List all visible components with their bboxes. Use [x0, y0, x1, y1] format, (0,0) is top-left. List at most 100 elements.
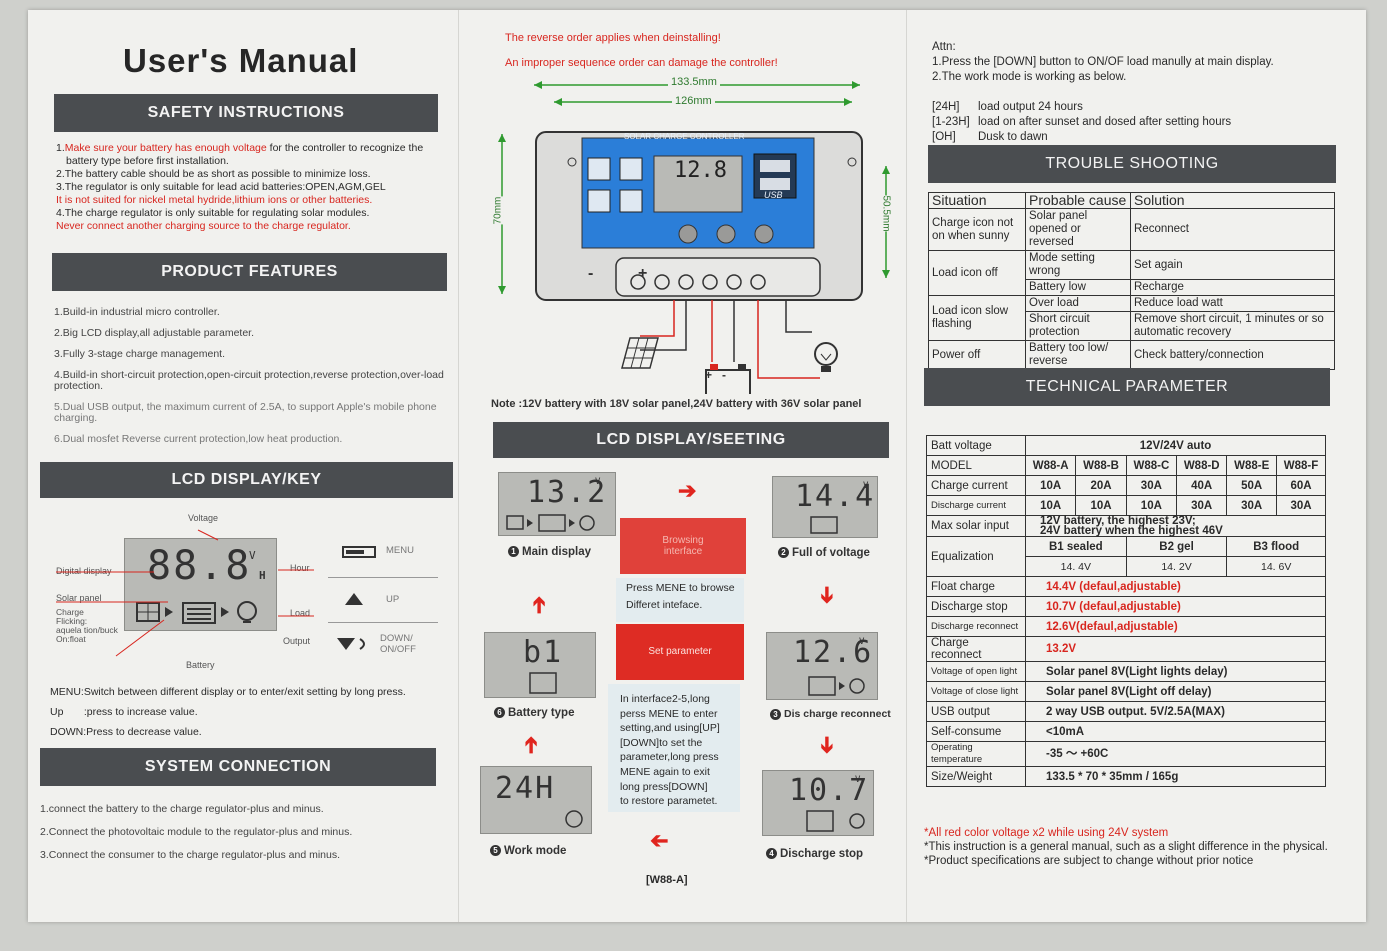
tech-label: Voltage of close light — [926, 681, 1026, 702]
tech-charge: 30A — [1125, 475, 1178, 496]
system-item: 3.Connect the consumer to the charge reg… — [40, 849, 341, 861]
work-mode-item: [24H]load output 24 hours — [932, 100, 1231, 115]
feature-item: 1.Build-in industrial micro controller. — [54, 306, 220, 318]
attn-line: 2.The work mode is working as below. — [932, 71, 1127, 83]
tech-value: 12V battery, the highest 23V; 24V batter… — [1025, 515, 1326, 537]
battery-icon — [810, 516, 838, 534]
key-list: MENU UP DOWN/ ON/OFF — [328, 537, 438, 663]
footnote: *This instruction is a general manual, s… — [924, 841, 1328, 853]
bulb-icon — [237, 601, 257, 623]
system-item: 1.connect the battery to the charge regu… — [40, 803, 324, 815]
safety-item-text: The charge regulator is only suitable fo… — [64, 207, 370, 219]
lcd-unit-h: H — [259, 569, 266, 582]
safety-item-text: The battery cable should be as short as … — [64, 168, 371, 180]
key-down-label: DOWN/ ON/OFF — [380, 633, 416, 655]
tech-discharge: 10A — [1024, 495, 1077, 516]
label-charge: Charge Flicking: aquela tion/buck On:flo… — [56, 607, 118, 644]
screen-unit: V — [863, 481, 869, 491]
work-mode-item: [OH]Dusk to dawn — [932, 130, 1231, 145]
tech-footnotes: *All red color voltage x2 while using 24… — [924, 826, 1344, 868]
feature-item: 4.Build-in short-circuit protection,open… — [54, 369, 444, 392]
key-menu[interactable]: MENU — [328, 537, 438, 578]
tech-discharge: 30A — [1276, 495, 1326, 516]
screen-unit: V — [595, 477, 601, 487]
tech-value: 10.7V (defaul,adjustable) — [1025, 596, 1326, 617]
arrow-left-icon: ➔ — [650, 829, 669, 854]
eq-type: B3 flood — [1226, 536, 1326, 557]
set-title: Set parameter — [616, 624, 744, 680]
tech-label: MODEL — [926, 455, 1026, 476]
arrow-up-icon: ➔ — [518, 735, 544, 755]
system-item: 2.Connect the photovoltaic module to the… — [40, 826, 353, 838]
trouble-solution: Recharge — [1130, 279, 1335, 296]
attn-line: 1.Press the [DOWN] button to ON/OF load … — [932, 56, 1274, 68]
label-load: Load — [290, 608, 311, 618]
trouble-solution: Remove short circuit, 1 minutes or so au… — [1130, 311, 1335, 341]
install-note: Note :12V battery with 18V solar panel,2… — [491, 398, 862, 410]
tech-value: 12V/24V auto — [1025, 435, 1326, 456]
trouble-column-header: Situation — [928, 192, 1026, 209]
screen-unit: V — [855, 775, 861, 785]
trouble-solution: Reduce load watt — [1130, 295, 1335, 312]
tech-label: Charge reconnect — [926, 636, 1026, 662]
safety-item-text: for the controller to recognize the batt… — [66, 142, 424, 167]
safety-item: 1.Make sure your battery has enough volt… — [56, 142, 446, 168]
trouble-cause: Solar panel opened or reversed — [1025, 208, 1131, 251]
tech-value: 12.6V(defaul,adjustable) — [1025, 616, 1326, 637]
manual-sheet: User's Manual SAFETY INSTRUCTIONS 1.Make… — [28, 10, 1366, 922]
fold-line — [906, 10, 907, 922]
dim-width-outer: 133.5mm — [668, 76, 720, 88]
label-battery: Battery — [186, 660, 215, 670]
model-label: [W88-A] — [646, 874, 688, 886]
safety-item-num: 4. — [56, 207, 65, 219]
solar-plus: + — [638, 265, 648, 282]
tech-label: Size/Weight — [926, 766, 1026, 787]
tech-label: Discharge reconnect — [926, 616, 1026, 637]
safety-item-num: 2. — [56, 168, 65, 180]
attn-block: Attn: 1.Press the [DOWN] button to ON/OF… — [932, 40, 1274, 85]
key-up[interactable]: UP — [328, 578, 438, 623]
tech-model: W88-E — [1226, 455, 1278, 476]
label-voltage: Voltage — [188, 513, 219, 523]
tech-model: W88-D — [1176, 455, 1228, 476]
tech-discharge: 30A — [1176, 495, 1228, 516]
attn-title: Attn: — [932, 41, 956, 53]
trouble-situation: Load icon off — [928, 250, 1026, 296]
tech-value: Solar panel 8V(Light off delay) — [1025, 681, 1326, 702]
solar-panel-icon — [621, 337, 659, 369]
tech-discharge: 10A — [1075, 495, 1127, 516]
feature-item: 5.Dual USB output, the maximum current o… — [54, 401, 437, 424]
trouble-solution: Set again — [1130, 250, 1335, 280]
screen-reconnect: 12.6 V — [766, 632, 878, 700]
safety-item-warning: Never connect another charging source to… — [56, 220, 351, 232]
solar-panel-icon — [136, 602, 160, 622]
eq-type: B1 sealed — [1025, 536, 1127, 557]
attn-modes: [24H]load output 24 hours[1-23H]load on … — [932, 100, 1231, 145]
tech-model: W88-B — [1075, 455, 1127, 476]
page-title: User's Manual — [123, 42, 359, 79]
eq-value: 14. 4V — [1025, 556, 1127, 577]
tech-row: Operating temperature-35 ～ +60C — [926, 741, 1326, 767]
safety-item: Never connect another charging source to… — [56, 220, 446, 233]
fold-line — [458, 10, 459, 922]
screen-main: 13.2 V — [498, 472, 616, 536]
trouble-column-header: Solution — [1130, 192, 1335, 209]
screen-battery-type: b1 — [484, 632, 596, 698]
key-down[interactable]: DOWN/ ON/OFF — [328, 623, 438, 663]
tech-label: Discharge current — [926, 495, 1026, 516]
trouble-cause: Battery too low/ reverse — [1025, 340, 1131, 370]
work-mode-text: load output 24 hours — [978, 101, 1083, 113]
arrow-down-icon: ➔ — [815, 735, 841, 755]
screen-unit: V — [859, 637, 865, 647]
arrow-right-icon: ➔ — [678, 478, 697, 503]
label-output: Output — [283, 636, 311, 646]
install-warning-1: The reverse order applies when deinstall… — [505, 32, 721, 44]
